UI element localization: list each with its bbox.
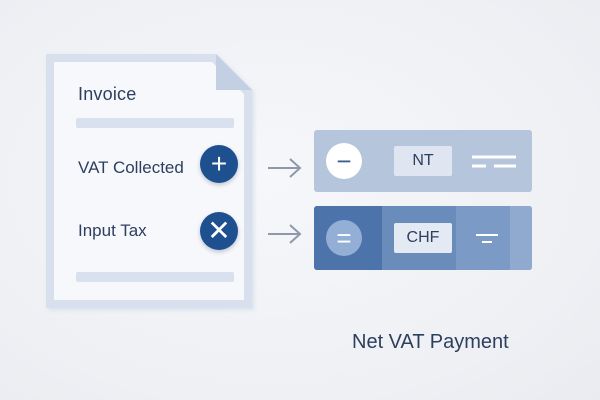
times-icon: ✕ (200, 212, 238, 250)
arrow-right-icon (268, 158, 302, 178)
minus-icon: − (326, 143, 362, 179)
invoice-document: Invoice VAT Collected Input Tax + ✕ (42, 52, 258, 314)
result-bar-equals: = CHF (314, 206, 532, 270)
document-divider (76, 118, 234, 128)
vat-collected-label: VAT Collected (78, 158, 184, 177)
single-dash-icon (476, 234, 498, 243)
bar-segment (456, 206, 510, 270)
net-vat-payment-label: Net VAT Payment (352, 331, 509, 353)
document-footer-line (76, 272, 234, 282)
double-dash-icon (472, 155, 516, 168)
plus-icon: + (200, 145, 238, 183)
invoice-title: Invoice (78, 84, 137, 104)
bar-segment (510, 206, 532, 270)
result-bar-subtract: − NT (314, 130, 532, 192)
equals-icon: = (326, 220, 362, 256)
arrow-right-icon (268, 224, 302, 244)
currency-badge-nt: NT (394, 146, 452, 176)
currency-badge-chf: CHF (394, 223, 452, 253)
input-tax-label: Input Tax (78, 221, 147, 240)
